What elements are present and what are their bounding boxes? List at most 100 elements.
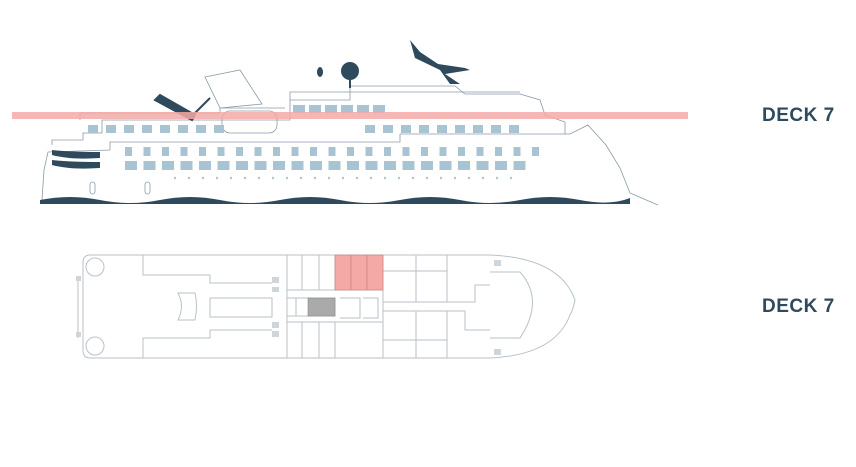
window: [125, 147, 132, 156]
plan-outline: [82, 254, 576, 359]
window: [291, 147, 299, 156]
window: [293, 105, 305, 113]
porthole: [173, 176, 177, 180]
highlighted-cabin[interactable]: [350, 254, 368, 291]
porthole: [397, 176, 401, 180]
window: [199, 147, 206, 156]
porthole: [327, 176, 331, 180]
window: [455, 125, 465, 133]
window: [142, 125, 152, 133]
window: [495, 161, 507, 170]
porthole: [411, 176, 415, 180]
porthole: [453, 176, 457, 180]
porthole: [313, 176, 317, 180]
window: [162, 161, 174, 170]
window: [196, 125, 206, 133]
radar-pole: [349, 78, 351, 88]
window: [402, 147, 410, 156]
window: [419, 125, 429, 133]
window: [325, 105, 337, 113]
hull-door: [89, 181, 96, 195]
window: [491, 125, 501, 133]
antenna: [317, 67, 323, 77]
water-waves: [40, 197, 630, 204]
window: [421, 147, 428, 156]
window-rows: [88, 105, 539, 170]
aft-deck-area: [77, 255, 273, 358]
window: [328, 147, 336, 156]
window: [532, 147, 539, 156]
porthole: [355, 176, 359, 180]
window: [373, 105, 385, 113]
ship-superstructure: [51, 85, 566, 145]
portholes: [173, 176, 513, 180]
window: [254, 147, 262, 156]
porthole: [467, 176, 471, 180]
window: [160, 125, 170, 133]
window: [199, 161, 211, 170]
window: [273, 161, 285, 170]
highlighted-cabin[interactable]: [366, 254, 384, 291]
lifeboat: [221, 110, 278, 134]
ship-hull: [41, 124, 659, 206]
window: [217, 147, 225, 156]
window: [178, 125, 188, 133]
window: [357, 105, 369, 113]
porthole: [299, 176, 303, 180]
window: [365, 125, 375, 133]
window: [476, 147, 484, 156]
window: [439, 161, 452, 170]
window: [384, 161, 396, 170]
window: [180, 161, 193, 170]
window: [365, 147, 373, 156]
ship-plan-view: [76, 254, 576, 359]
tender-boats: [52, 150, 100, 169]
mast: [410, 40, 470, 84]
window: [254, 161, 267, 170]
window: [347, 161, 359, 170]
window: [291, 161, 304, 170]
window: [341, 105, 353, 113]
window: [509, 125, 519, 133]
porthole: [481, 176, 485, 180]
porthole: [187, 176, 191, 180]
highlighted-cabin[interactable]: [334, 254, 352, 291]
stair-icons: [76, 260, 501, 355]
window: [476, 161, 489, 170]
window: [347, 147, 354, 156]
window: [214, 125, 224, 133]
window: [513, 147, 521, 156]
profile-deck-label: DECK 7: [762, 105, 835, 126]
window: [495, 147, 502, 156]
plan-deck-label: DECK 7: [762, 296, 835, 317]
forward-cabins: [383, 255, 533, 358]
window: [124, 125, 134, 133]
window: [383, 125, 393, 133]
funnel-sail: [204, 69, 263, 109]
radar-dome: [341, 62, 359, 80]
porthole: [369, 176, 373, 180]
porthole: [271, 176, 275, 180]
window: [162, 147, 169, 156]
plan-round-feature: [85, 336, 105, 356]
window: [88, 125, 98, 133]
stairwell-area: [307, 297, 336, 317]
porthole: [509, 176, 513, 180]
window: [310, 147, 317, 156]
window: [513, 161, 526, 170]
window: [273, 147, 280, 156]
plan-round-feature: [85, 257, 105, 277]
porthole: [425, 176, 429, 180]
window: [365, 161, 378, 170]
porthole: [495, 176, 499, 180]
porthole: [439, 176, 443, 180]
window: [236, 161, 248, 170]
porthole: [201, 176, 205, 180]
window: [180, 147, 188, 156]
window: [236, 147, 243, 156]
porthole: [383, 176, 387, 180]
hull-door: [144, 181, 151, 195]
ship-profile-view: [12, 40, 688, 206]
porthole: [341, 176, 345, 180]
porthole: [285, 176, 289, 180]
